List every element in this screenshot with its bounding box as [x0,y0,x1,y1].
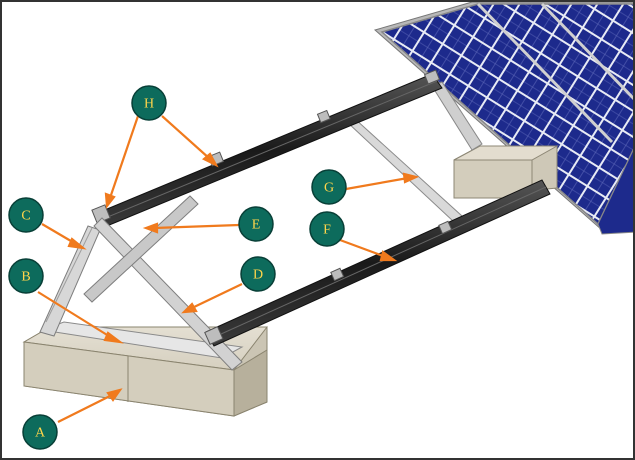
callout-e-label: E [252,218,261,233]
solar-panel-array [373,2,633,235]
cross-strut-g-part [346,117,463,223]
callout-a-circle [22,414,58,450]
callout-c-circle [8,197,44,233]
callout-d-circle [240,256,276,292]
callout-e-circle [238,206,274,242]
callout-a: A [22,414,58,450]
callout-c-label: C [21,209,30,224]
callout-b: B [8,258,44,294]
leader-arrows [37,115,420,423]
callout-f-circle [309,211,345,247]
callout-d: D [240,256,276,292]
callout-f-label: F [323,223,331,238]
callout-h-label: H [144,97,154,112]
lower-rail-f-part [204,179,551,347]
callout-f: F [309,211,345,247]
callout-e: E [238,206,274,242]
callout-h-circle [131,85,167,121]
callout-b-label: B [21,270,30,285]
callout-h: H [131,85,167,121]
callout-c: C [8,197,44,233]
callout-b-circle [8,258,44,294]
callout-g-circle [311,169,347,205]
callout-a-label: A [35,426,46,441]
callout-g: G [311,169,347,205]
callout-g-label: G [324,181,334,196]
callout-d-label: D [253,268,263,283]
